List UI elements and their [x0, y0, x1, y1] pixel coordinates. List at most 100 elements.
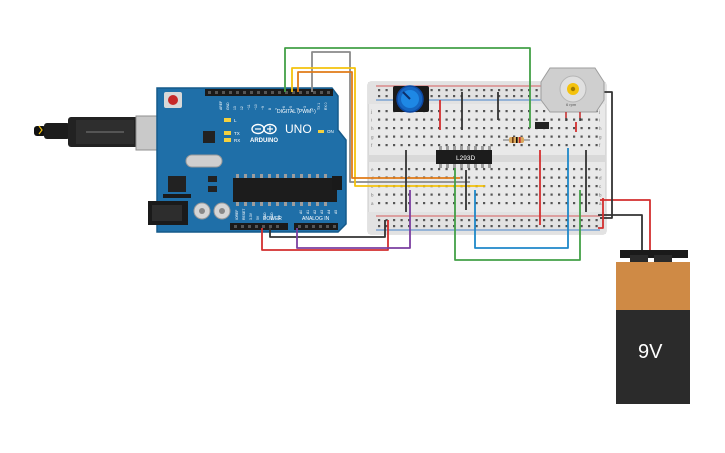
analog-pin-header[interactable] — [294, 223, 338, 230]
breadboard-hole — [393, 118, 396, 121]
breadboard-hole — [378, 89, 381, 92]
wire-purple[interactable] — [296, 190, 411, 249]
dc-motor[interactable]: 6 rpm — [540, 67, 605, 121]
breadboard-hole — [415, 193, 418, 196]
breadboard-hole — [385, 202, 388, 205]
wire-blue[interactable] — [474, 148, 569, 249]
breadboard-hole — [498, 219, 501, 222]
wire-green-bottom[interactable] — [454, 168, 581, 261]
arduino-brand-text: ARDUINO — [250, 138, 278, 144]
breadboard-hole — [498, 110, 501, 113]
breadboard-hole — [400, 225, 403, 228]
breadboard-hole — [438, 135, 441, 138]
resistor[interactable] — [503, 137, 530, 143]
breadboard-hole — [378, 135, 381, 138]
breadboard-hole — [550, 168, 553, 171]
breadboard-hole — [595, 185, 598, 188]
breadboard-hole — [475, 202, 478, 205]
breadboard-hole — [460, 89, 463, 92]
wire-green-top[interactable] — [284, 47, 531, 128]
breadboard-hole — [498, 89, 501, 92]
row-letter: g — [599, 135, 602, 140]
pin-label: A5 — [334, 210, 338, 214]
breadboard-hole — [445, 95, 448, 98]
breadboard-hole — [453, 110, 456, 113]
wire-yellow[interactable] — [291, 67, 485, 187]
breadboard-hole — [400, 219, 403, 222]
breadboard-hole — [535, 168, 538, 171]
breadboard-hole — [445, 89, 448, 92]
l293d-chip[interactable]: L293D — [436, 146, 492, 168]
pin-label: ~11 — [247, 104, 251, 110]
led-l — [224, 118, 231, 122]
arduino-model-text: UNO — [285, 122, 312, 136]
digital-pin-header[interactable] — [205, 89, 333, 96]
pin-label: ~5 — [289, 106, 293, 110]
breadboard-hole — [490, 135, 493, 138]
breadboard-hole — [385, 135, 388, 138]
breadboard-hole — [475, 176, 478, 179]
breadboard-hole — [565, 193, 568, 196]
breadboard-hole — [423, 202, 426, 205]
potentiometer[interactable] — [393, 85, 429, 113]
breadboard-hole — [483, 118, 486, 121]
pin-label: 2 — [310, 108, 314, 110]
breadboard-hole — [378, 110, 381, 113]
breadboard-hole — [513, 176, 516, 179]
breadboard-hole — [505, 225, 508, 228]
breadboard-hole — [513, 110, 516, 113]
wire-red-battery[interactable] — [600, 199, 651, 250]
breadboard-hole — [505, 185, 508, 188]
wire-red-5v[interactable] — [261, 220, 389, 251]
breadboard-hole — [573, 127, 576, 130]
row-letter: e — [599, 167, 602, 172]
pin-label: ~9 — [261, 106, 265, 110]
breadboard-hole — [520, 193, 523, 196]
breadboard-hole — [550, 219, 553, 222]
led-l-label: L — [234, 118, 237, 123]
battery-9v[interactable]: 9V — [616, 250, 690, 404]
pin-label: ~10 — [254, 104, 258, 110]
breadboard-hole — [528, 185, 531, 188]
breadboard-hole — [415, 127, 418, 130]
breadboard-hole — [580, 168, 583, 171]
breadboard-hole — [580, 185, 583, 188]
breadboard-hole — [543, 176, 546, 179]
wire-red-rail[interactable] — [598, 198, 604, 229]
breadboard-hole — [408, 127, 411, 130]
breadboard-hole — [595, 219, 598, 222]
breadboard-hole — [543, 168, 546, 171]
breadboard-hole — [378, 219, 381, 222]
wire-gray-top[interactable] — [311, 51, 470, 183]
breadboard-hole — [550, 193, 553, 196]
chip-label: L293D — [456, 155, 475, 162]
breadboard-hole — [408, 144, 411, 147]
breadboard-hole — [573, 118, 576, 121]
breadboard-hole — [565, 202, 568, 205]
breadboard-hole — [588, 127, 591, 130]
breadboard-hole — [483, 219, 486, 222]
breadboard-hole — [438, 89, 441, 92]
breadboard-hole — [558, 135, 561, 138]
breadboard-hole — [513, 202, 516, 205]
wire-orange[interactable] — [297, 71, 460, 179]
breadboard-hole — [573, 168, 576, 171]
led-on-label: ON — [327, 129, 334, 134]
power-pin-header[interactable] — [230, 223, 288, 230]
breadboard-hole — [520, 144, 523, 147]
breadboard-hole — [558, 176, 561, 179]
breadboard-hole — [565, 185, 568, 188]
breadboard-hole — [423, 118, 426, 121]
breadboard-hole — [535, 185, 538, 188]
breadboard-hole — [490, 219, 493, 222]
wire-black-motor[interactable] — [600, 91, 613, 219]
breadboard-hole — [445, 127, 448, 130]
breadboard-hole — [588, 202, 591, 205]
breadboard-hole — [453, 95, 456, 98]
wire-black-gnd[interactable] — [269, 220, 386, 238]
slide-switch[interactable] — [535, 122, 549, 129]
breadboard-hole — [580, 127, 583, 130]
breadboard-hole — [445, 193, 448, 196]
